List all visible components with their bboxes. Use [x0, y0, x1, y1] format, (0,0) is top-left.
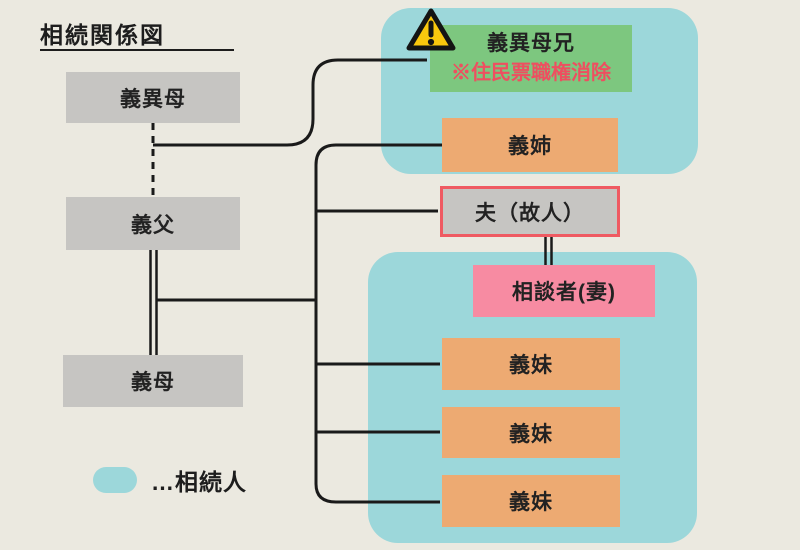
node-mother-in-law-label: 義母	[131, 371, 175, 394]
node-half-brother-label: 義異母兄	[487, 31, 575, 55]
node-mother-in-law: 義母	[63, 355, 243, 407]
node-consulter-label: 相談者(妻)	[512, 281, 616, 304]
warning-triangle-icon	[406, 8, 456, 51]
connector-first-marriage-to-half-brother	[153, 58, 427, 147]
node-father-in-law-label: 義父	[131, 213, 175, 237]
node-younger-sister-2-label: 義妹	[509, 422, 553, 446]
node-sister-in-law-label: 義姉	[508, 135, 552, 158]
node-husband-label: 夫（故人）	[475, 201, 585, 225]
node-husband-deceased: 夫（故人）	[440, 186, 620, 237]
node-younger-sister-1: 義妹	[442, 338, 620, 390]
marriage-double-line-husband-consulter	[544, 237, 553, 266]
node-step-mother: 義異母	[66, 72, 240, 123]
node-consulter-wife: 相談者(妻)	[473, 265, 655, 317]
legend-heir-swatch	[93, 467, 137, 493]
node-sister-in-law: 義姉	[442, 118, 618, 172]
node-half-brother-in-law: 義異母兄 ※住民票職権消除	[430, 25, 632, 92]
node-half-brother-note: ※住民票職権消除	[451, 62, 611, 85]
node-step-mother-label: 義異母	[120, 87, 186, 111]
legend-heir-label: …相続人	[151, 469, 247, 495]
node-younger-sister-2: 義妹	[442, 407, 620, 458]
marriage-double-line-father-mother	[149, 250, 158, 355]
connector-children-trunk	[314, 143, 442, 504]
page-title: 相続関係図	[40, 22, 165, 48]
legend: …相続人	[93, 463, 247, 497]
node-younger-sister-1-label: 義妹	[509, 354, 553, 377]
node-father-in-law: 義父	[66, 197, 240, 250]
node-younger-sister-3-label: 義妹	[509, 491, 553, 514]
title-underline	[40, 49, 234, 51]
node-younger-sister-3: 義妹	[442, 475, 620, 527]
